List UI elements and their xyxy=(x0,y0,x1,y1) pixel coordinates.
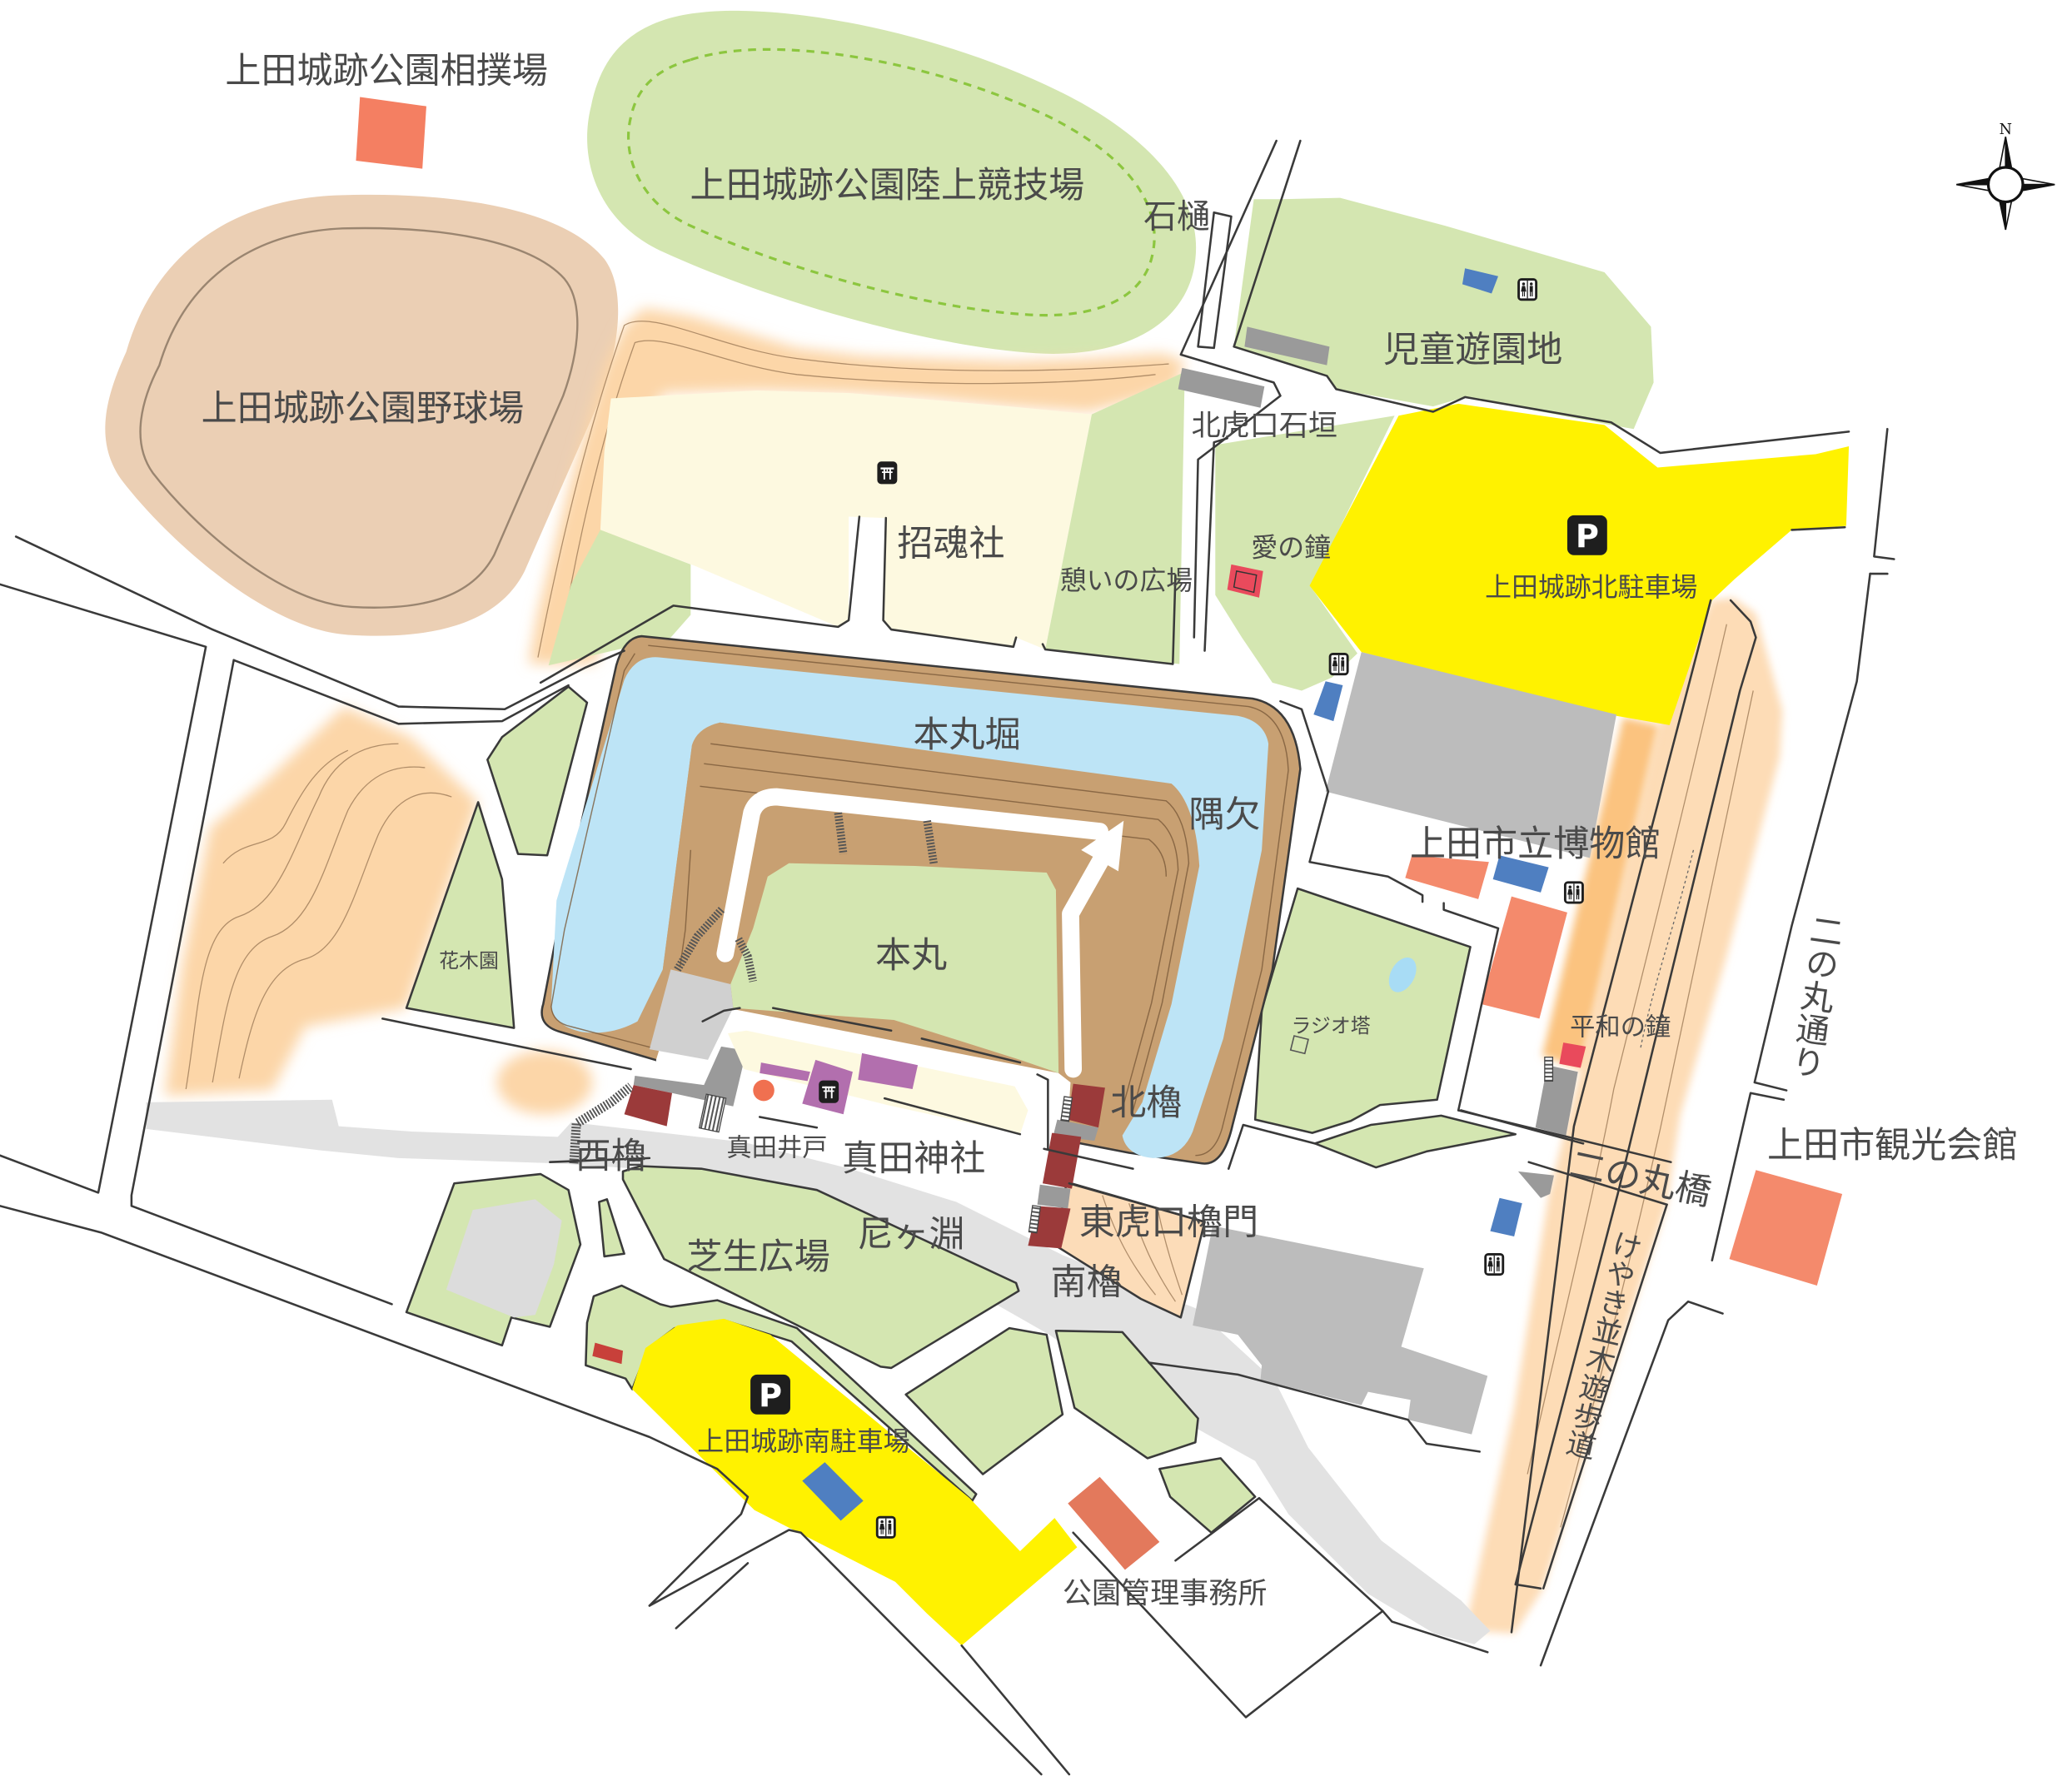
label-south-turret: 南櫓 xyxy=(1050,1262,1123,1304)
label-museum: 上田市立博物館 xyxy=(1409,823,1661,866)
honmaru-ramp xyxy=(716,788,1124,1078)
bell-of-love-area xyxy=(1215,415,1395,691)
east-gate-passage xyxy=(1037,1184,1071,1209)
small-red-building xyxy=(592,1342,623,1365)
museum-hall-building xyxy=(1481,896,1567,1019)
parking-letter: P xyxy=(759,1377,782,1415)
north-parking-p-icon: P xyxy=(1566,515,1607,555)
shrine-icon xyxy=(877,461,898,485)
toilet-icon xyxy=(1563,880,1585,905)
radio-tower-marker xyxy=(1289,1035,1309,1055)
honmaru-area xyxy=(730,863,1059,1073)
label-sanada-shrine: 真田神社 xyxy=(842,1138,986,1181)
green-strip-east xyxy=(1313,1114,1517,1169)
ramp-arrow-icon xyxy=(1081,820,1124,872)
stairs-icon xyxy=(569,812,1554,1234)
green-sliver xyxy=(598,1198,625,1258)
bridge-toilet-building xyxy=(1490,1197,1522,1237)
compass-north-label: N xyxy=(2000,122,2012,138)
label-south-parking: 上田城跡南駐車場 xyxy=(697,1425,910,1457)
north-parking-area xyxy=(1309,403,1850,725)
museum-shelter xyxy=(1492,855,1549,893)
label-amagafuchi: 尼ヶ淵 xyxy=(857,1214,965,1256)
label-north-gate-stone-wall: 北虎口石垣 xyxy=(1191,410,1338,444)
north-turret xyxy=(1068,1083,1105,1128)
compass-rose-icon: N xyxy=(1956,122,2055,231)
parking-letter: P xyxy=(1576,518,1599,555)
flower-garden-area xyxy=(405,801,516,1029)
shokonsha-grounds xyxy=(600,390,1092,649)
north-toilet-building xyxy=(1313,681,1343,722)
sanada-shrine-building xyxy=(760,1062,810,1082)
playground-toilet-building xyxy=(1462,268,1499,294)
bell-of-peace-marker xyxy=(1559,1042,1586,1068)
park-office-building xyxy=(1068,1476,1160,1570)
toilet-icon xyxy=(1327,652,1350,676)
bell-of-love-marker xyxy=(1227,564,1263,598)
athletics-field-area xyxy=(587,10,1197,354)
label-athletics-field: 上田城跡公園陸上競技場 xyxy=(690,165,1085,207)
north-gate-stone-wall-block xyxy=(1178,367,1265,408)
label-bell-of-love: 愛の鐘 xyxy=(1251,531,1332,564)
green-patch-south-2 xyxy=(1054,1329,1199,1460)
sanada-shrine-annex xyxy=(858,1052,919,1089)
earthwork-slopes xyxy=(164,308,1783,1634)
south-parking-area xyxy=(632,1318,1078,1646)
green-area-northwest xyxy=(486,685,589,857)
label-north-turret: 北櫓 xyxy=(1110,1082,1183,1125)
label-sanada-well: 真田井戸 xyxy=(726,1133,828,1163)
road-network xyxy=(0,139,1895,1776)
label-honmaru-moat: 本丸堀 xyxy=(913,714,1021,757)
south-parking-p-icon: P xyxy=(750,1374,790,1415)
southwest-gray-court xyxy=(446,1199,562,1318)
west-turret xyxy=(624,1085,673,1127)
label-sumikake: 隅欠 xyxy=(1188,794,1261,837)
pond xyxy=(1388,957,1417,992)
green-patch-south-1 xyxy=(904,1326,1064,1475)
baseball-field-area xyxy=(105,194,619,636)
label-park-office: 公園管理事務所 xyxy=(1062,1577,1268,1611)
label-east-gate-turret: 東虎口櫓門 xyxy=(1078,1202,1259,1244)
green-patch-south-3 xyxy=(1158,1457,1257,1534)
museum-building xyxy=(1325,652,1616,858)
toilet-icon xyxy=(875,1515,897,1540)
label-radio-tower: ラジオ塔 xyxy=(1291,1013,1371,1038)
sanada-well-marker xyxy=(753,1079,775,1102)
childrens-playground-area xyxy=(1233,197,1654,430)
label-tourism-hall: 上田市観光会館 xyxy=(1766,1125,2019,1167)
label-bell-of-peace: 平和の鐘 xyxy=(1570,1012,1671,1042)
label-sumo-ground: 上田城跡公園相撲場 xyxy=(225,51,548,92)
label-honmaru: 本丸 xyxy=(875,935,948,978)
label-shokonsha: 招魂社 xyxy=(897,524,1005,565)
label-west-turret: 西櫓 xyxy=(575,1136,647,1178)
green-strip-south-parking xyxy=(585,1284,978,1502)
south-parking-toilet-building xyxy=(802,1462,864,1521)
lawn-plaza-area xyxy=(621,1165,1020,1370)
label-lawn-plaza: 芝生広場 xyxy=(686,1236,830,1279)
west-gate-court xyxy=(649,969,734,1060)
bridge-approach xyxy=(1517,1171,1554,1198)
label-north-parking: 上田城跡北駐車場 xyxy=(1485,570,1698,604)
east-gate-turret xyxy=(1042,1132,1082,1189)
green-area-west-shokonsha xyxy=(548,530,691,666)
label-stone-gutter: 石樋 xyxy=(1143,197,1210,236)
label-flower-garden: 花木園 xyxy=(439,948,499,973)
museum-stair-strip xyxy=(1535,1065,1578,1136)
playground-shelter xyxy=(1244,326,1330,366)
shrine-icon xyxy=(819,1080,839,1103)
rest-plaza-area xyxy=(1045,371,1185,664)
label-childrens-playground: 児童遊園地 xyxy=(1383,330,1563,371)
sumo-ground-building xyxy=(356,97,426,169)
west-turret-wall xyxy=(633,1046,747,1107)
toilet-icon xyxy=(1483,1252,1505,1276)
label-baseball-field: 上田城跡公園野球場 xyxy=(201,388,525,430)
tourism-hall-building xyxy=(1729,1170,1843,1286)
label-rest-plaza: 憩いの広場 xyxy=(1059,564,1193,597)
radio-tower-area xyxy=(1253,887,1472,1134)
toilet-icon xyxy=(1517,277,1538,302)
museum-annex-building xyxy=(1405,855,1489,899)
southeast-building xyxy=(1193,1226,1488,1435)
